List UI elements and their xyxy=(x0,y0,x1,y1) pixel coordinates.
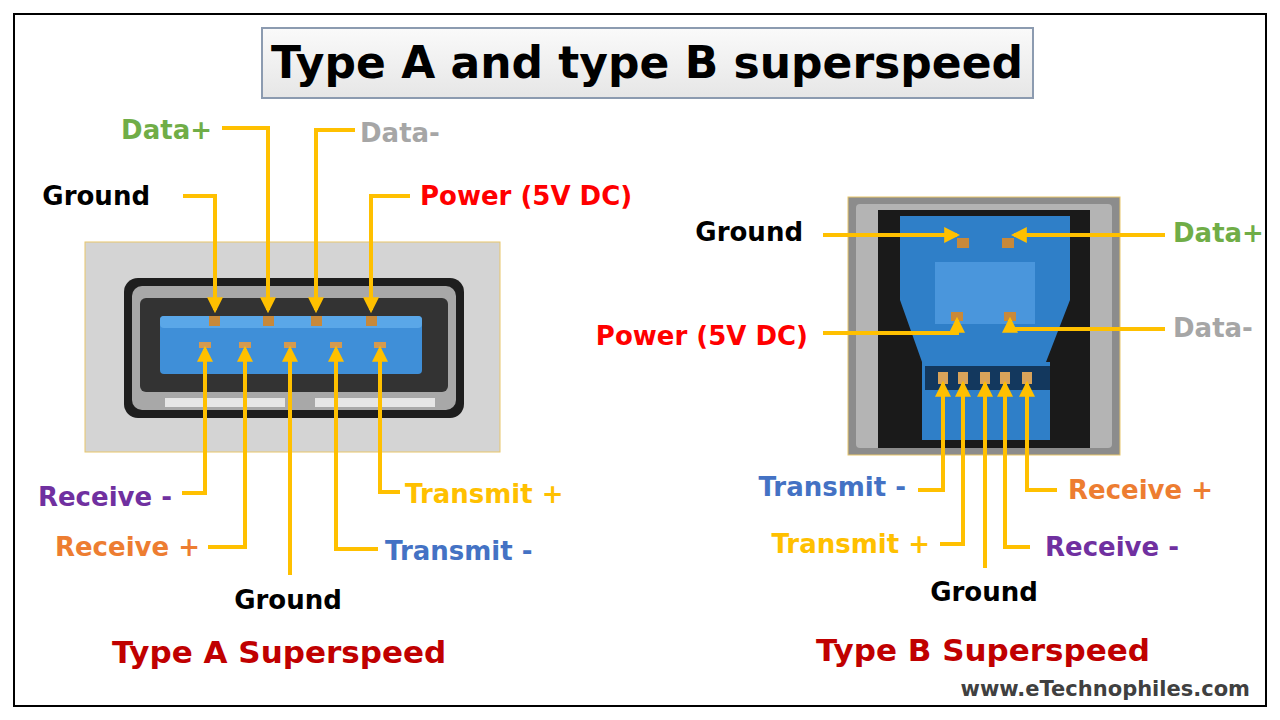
pin xyxy=(284,342,296,348)
pin xyxy=(958,372,968,384)
pin-label: Data- xyxy=(1173,315,1253,341)
pin-label: Receive - xyxy=(1045,534,1179,560)
leader-line xyxy=(940,384,963,544)
leader-line xyxy=(288,349,292,575)
leader-line xyxy=(183,196,215,310)
connector-caption: Type B Superspeed xyxy=(816,635,1150,666)
leader-line xyxy=(1010,320,1165,329)
pin-label: Data+ xyxy=(121,117,212,143)
pin xyxy=(938,372,948,384)
pin xyxy=(239,342,251,348)
pin-label: Data- xyxy=(360,120,440,146)
port-key xyxy=(935,262,1035,324)
pin-label: Receive - xyxy=(38,484,172,510)
pin xyxy=(980,372,990,384)
page-title: Type A and type B superspeed xyxy=(271,41,1023,85)
leader-line xyxy=(182,349,205,493)
pin-label: Receive + xyxy=(1068,477,1213,503)
pin-label: Transmit + xyxy=(405,481,564,507)
pin-label: Transmit + xyxy=(771,531,930,557)
leader-line xyxy=(222,128,268,310)
pin xyxy=(1004,312,1016,321)
pin xyxy=(366,316,377,326)
leader-line xyxy=(918,384,943,490)
watermark: www.eTechnophiles.com xyxy=(961,679,1251,700)
pin xyxy=(374,342,386,348)
photo-frame xyxy=(85,242,500,452)
tongue-highlight xyxy=(160,316,422,328)
title-box xyxy=(262,28,1033,98)
pin xyxy=(209,316,220,326)
connector-caption: Type A Superspeed xyxy=(112,637,446,668)
leader-line xyxy=(1014,233,1165,237)
spring-tab xyxy=(165,398,285,407)
pin-label: Receive + xyxy=(55,534,200,560)
pin xyxy=(330,342,342,348)
leader-line xyxy=(1027,384,1057,490)
pin-label: Ground xyxy=(234,587,342,613)
pin xyxy=(263,316,274,326)
pin xyxy=(199,342,211,348)
leader-line xyxy=(336,349,378,549)
pin-label: Ground xyxy=(42,183,150,209)
page-frame xyxy=(14,14,1266,706)
pin-label: Transmit - xyxy=(385,538,533,564)
spring-tab xyxy=(315,398,435,407)
pin-label: Power (5V DC) xyxy=(596,323,808,349)
pin-label: Power (5V DC) xyxy=(420,183,632,209)
pin xyxy=(951,312,963,321)
pin xyxy=(1000,372,1010,384)
port-cavity xyxy=(140,298,448,392)
pin-label: Ground xyxy=(930,579,1038,605)
leader-line xyxy=(823,233,957,237)
leader-line xyxy=(983,384,987,568)
leader-line xyxy=(380,349,400,492)
leader-line xyxy=(823,320,957,333)
port-shell xyxy=(124,278,464,418)
leader-line xyxy=(316,130,355,310)
leader-lines xyxy=(182,128,1165,575)
pin xyxy=(311,316,322,326)
leader-line xyxy=(371,196,410,310)
port-shield xyxy=(132,286,456,410)
pin xyxy=(957,238,969,248)
pin xyxy=(1022,372,1032,384)
pin-label: Data+ xyxy=(1173,220,1264,246)
type-a-port xyxy=(85,242,500,452)
pin-label: Ground xyxy=(695,219,803,245)
leader-line xyxy=(208,349,245,547)
pin-label: Transmit - xyxy=(758,474,906,500)
pin xyxy=(1002,238,1014,248)
